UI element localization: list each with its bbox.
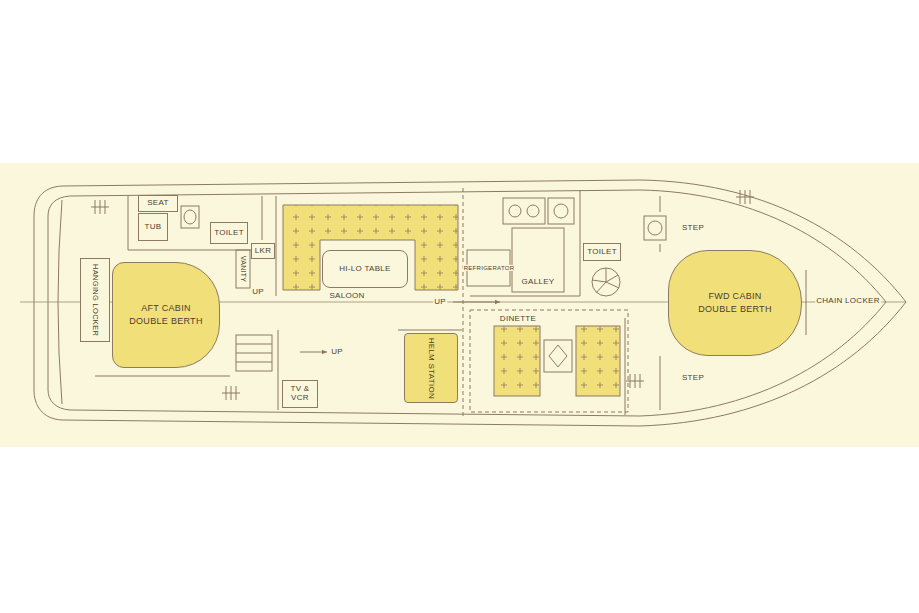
locker-box: LKR (251, 243, 275, 260)
node-title: TUB (145, 223, 162, 232)
helm-wall (398, 330, 462, 331)
saloon-settee (283, 205, 458, 290)
node-title: TOILET (214, 229, 244, 238)
ladder-symbol (91, 200, 109, 214)
room-label: SALOON (328, 292, 365, 300)
table-box: HI-LO TABLE (322, 250, 408, 288)
node-title: TOILET (587, 248, 617, 257)
node-title: LKR (255, 247, 271, 256)
room-label: DINETTE (499, 315, 537, 323)
stove (503, 198, 545, 224)
spiral-stair-treads (592, 268, 619, 293)
seat-box: SEAT (138, 195, 178, 212)
chain-locker-bulkhead (806, 270, 807, 335)
dinette-seat (576, 326, 620, 396)
fwd-berth: FWD CABIN DOUBLE BERTH (668, 250, 802, 356)
node-title: SEAT (147, 199, 169, 208)
fixture-label: VANITY (239, 255, 246, 284)
ladder-symbol (626, 374, 644, 388)
helm-seat: HELM STATION (404, 333, 458, 403)
cushion-pattern (494, 326, 540, 396)
up-arrow (300, 352, 327, 353)
hull-outline (34, 180, 906, 426)
deck-edge (48, 190, 886, 416)
room-label: GALLEY (521, 278, 556, 286)
toilet-box: TOILET (210, 222, 248, 244)
tub-box: TUB (138, 213, 168, 241)
table-inlay (549, 345, 567, 367)
cushion-pattern (576, 326, 620, 396)
galley-counter (512, 228, 564, 292)
stair-direction: UP (330, 348, 344, 356)
node-title: HANGING LOCKER (91, 264, 99, 336)
aft-berth: AFT CABIN DOUBLE BERTH (112, 262, 220, 368)
bulkheads (95, 188, 806, 418)
plan-ground (0, 163, 919, 447)
aft-cabin-wall (95, 376, 230, 377)
ladder-symbol (222, 386, 240, 400)
burner (527, 205, 539, 217)
step-label: STEP (681, 224, 705, 232)
node-subtitle: DOUBLE BERTH (698, 305, 771, 315)
burner (509, 205, 521, 217)
node-title: AFT CABIN (141, 304, 191, 314)
node-title: FWD CABIN (708, 292, 761, 302)
hanging-locker: HANGING LOCKER (80, 258, 110, 342)
node-subtitle: DOUBLE BERTH (129, 317, 202, 327)
stair-treads (236, 344, 272, 362)
appliance-label: REFRIGERATOR (463, 265, 516, 271)
dinette-boundary (470, 310, 628, 412)
forward-bulkhead (580, 190, 581, 296)
compartment-label: CHAIN LOCKER (815, 297, 881, 305)
dinette-table (544, 340, 572, 372)
sink-bowl (184, 210, 196, 224)
dinette-seat (494, 326, 540, 396)
hull (34, 180, 906, 426)
stair-direction: UP (251, 288, 265, 296)
galley-sink-bowl (554, 204, 568, 218)
galley-counter-edge (470, 296, 580, 297)
sink (181, 206, 199, 228)
galley-boundary (463, 188, 464, 418)
cushion-pattern (283, 205, 458, 290)
saloon-aft-bulkhead (276, 196, 277, 296)
tv-cabinet: TV & VCR (282, 380, 318, 408)
aft-head-wall (262, 196, 263, 240)
forward-cabin-wall (660, 356, 661, 410)
spiral-stair (592, 268, 620, 296)
stair-direction: UP (433, 298, 447, 306)
aft-head-wall (128, 196, 262, 250)
toilet-box: TOILET (583, 243, 621, 261)
node-title: TV & VCR (285, 385, 315, 403)
galley-sink (548, 198, 574, 224)
step-label: STEP (681, 374, 705, 382)
up-arrow (453, 302, 500, 303)
companion-stair (236, 335, 272, 371)
sink (644, 216, 666, 240)
forward-bulkhead (625, 318, 626, 415)
ladder-symbol (736, 190, 754, 204)
vanity-counter (236, 250, 250, 288)
node-title: HI-LO TABLE (339, 265, 390, 274)
saloon-aft-bulkhead (278, 330, 279, 410)
node-title: HELM STATION (427, 337, 436, 399)
sink-bowl (648, 221, 662, 235)
